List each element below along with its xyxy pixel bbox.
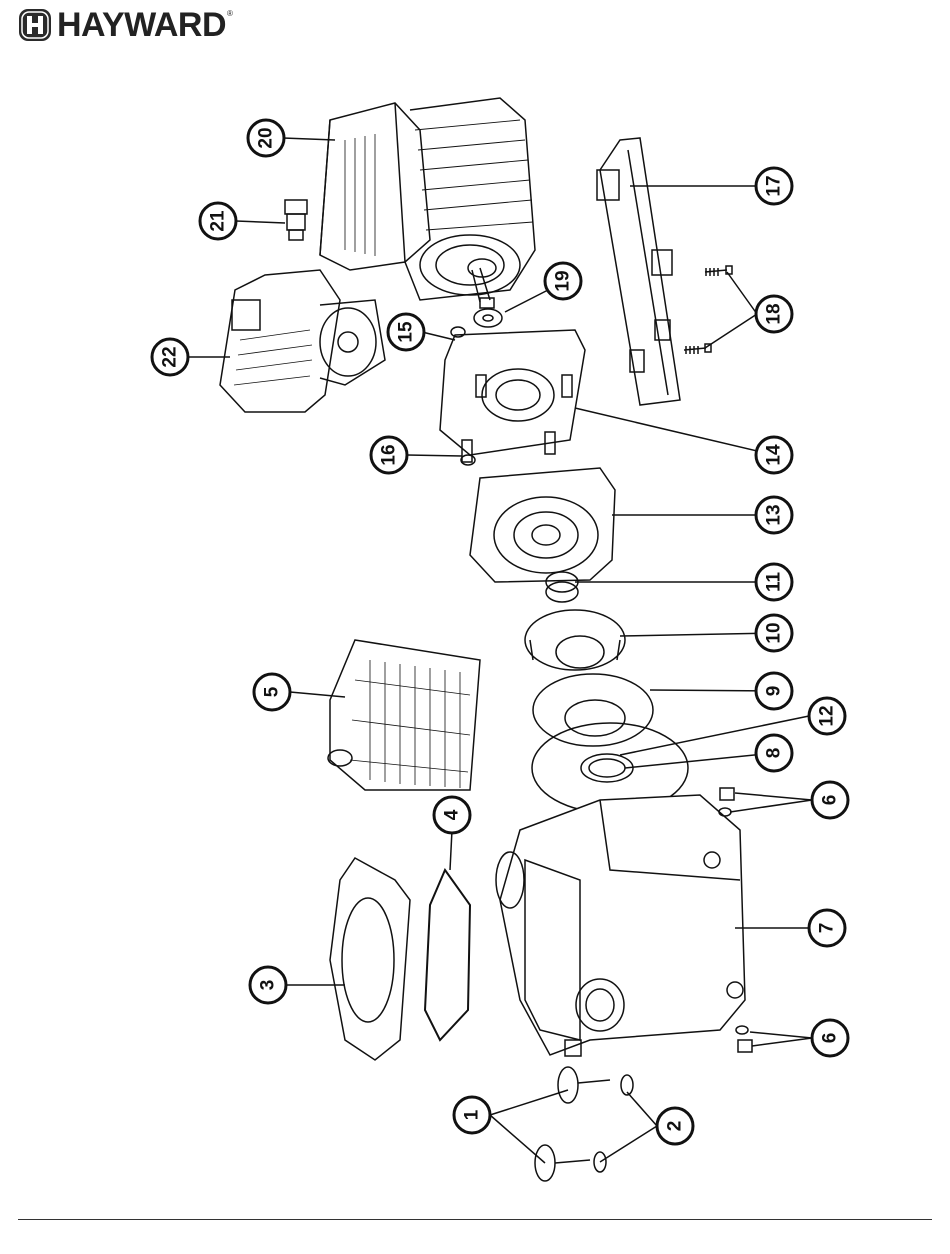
svg-text:10: 10: [764, 622, 785, 643]
callout-22: 22: [152, 339, 188, 375]
slinger-washer-drawing: [474, 309, 502, 327]
svg-text:8: 8: [764, 748, 785, 759]
impeller-drawing: [525, 610, 625, 670]
svg-text:21: 21: [208, 210, 229, 232]
diffuser-housing-drawing: [470, 468, 615, 582]
callout-11: 11: [756, 564, 792, 600]
callout-13: 13: [756, 497, 792, 533]
svg-text:20: 20: [256, 127, 277, 148]
callout-8: 8: [756, 735, 792, 771]
svg-text:13: 13: [764, 504, 785, 525]
svg-text:2: 2: [665, 1121, 686, 1132]
callout-4: 4: [434, 797, 470, 833]
svg-text:5: 5: [262, 686, 283, 697]
callout-3: 3: [250, 967, 286, 1003]
svg-text:19: 19: [553, 270, 574, 291]
lid-o-ring-drawing: [425, 870, 470, 1040]
base-screws-drawing: [684, 266, 732, 354]
footer-divider: [18, 1219, 932, 1220]
svg-text:3: 3: [258, 980, 279, 991]
callout-17: 17: [756, 168, 792, 204]
callout-19: 19: [545, 263, 581, 299]
callout-1: 1: [454, 1097, 490, 1133]
callout-16: 16: [371, 437, 407, 473]
diffuser-drawing: [533, 674, 653, 746]
svg-text:16: 16: [379, 444, 400, 465]
svg-text:9: 9: [764, 686, 785, 697]
callout-10: 10: [756, 615, 792, 651]
seal-plate-drawing: [440, 327, 585, 465]
callout-6-upper: 6: [812, 782, 848, 818]
svg-text:22: 22: [160, 346, 181, 367]
callout-20: 20: [248, 120, 284, 156]
callout-15: 15: [388, 314, 424, 350]
drive-drawing: [220, 270, 385, 412]
callout-5: 5: [254, 674, 290, 710]
lid-knobs-drawing: [535, 1067, 633, 1181]
cable-gland-drawing: [285, 200, 307, 240]
svg-text:7: 7: [817, 923, 838, 934]
pump-housing-drawing: [496, 795, 745, 1056]
callout-6-lower: 6: [812, 1020, 848, 1056]
callout-2: 2: [657, 1108, 693, 1144]
motor-base-drawing: [597, 138, 680, 405]
svg-text:6: 6: [820, 795, 841, 806]
svg-text:11: 11: [764, 572, 785, 593]
callout-9: 9: [756, 673, 792, 709]
motor-drawing: [320, 98, 535, 308]
svg-text:17: 17: [764, 175, 785, 196]
callout-18: 18: [756, 296, 792, 332]
svg-text:15: 15: [396, 321, 417, 343]
callout-12: 12: [809, 698, 845, 734]
svg-text:6: 6: [820, 1033, 841, 1044]
strainer-basket-drawing: [328, 640, 480, 790]
svg-text:1: 1: [462, 1109, 483, 1120]
strainer-lid-drawing: [330, 858, 410, 1060]
svg-text:4: 4: [442, 809, 463, 820]
svg-text:14: 14: [764, 444, 785, 466]
callout-14: 14: [756, 437, 792, 473]
callout-21: 21: [200, 203, 236, 239]
svg-text:12: 12: [817, 705, 838, 726]
callout-7: 7: [809, 910, 845, 946]
svg-text:18: 18: [764, 303, 785, 324]
